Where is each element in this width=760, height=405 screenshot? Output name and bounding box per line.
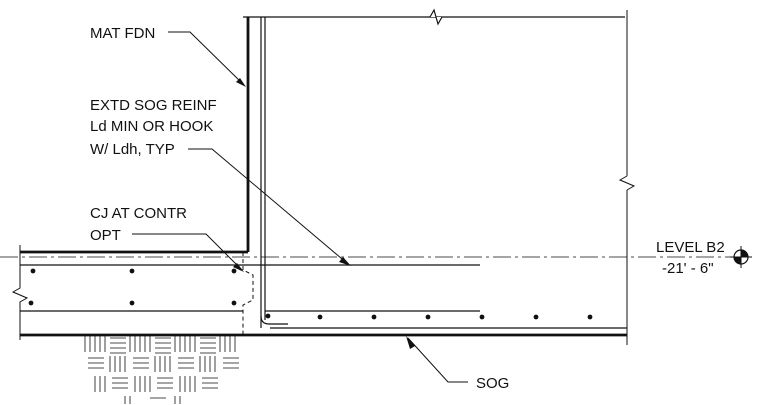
label-extd-line3: W/ Ldh, TYP	[90, 141, 175, 158]
leader-arrowheads	[233, 78, 415, 349]
label-mat-fdn: MAT FDN	[90, 25, 155, 42]
label-extd-line2: Ld MIN OR HOOK	[90, 118, 213, 135]
break-symbol-right	[618, 175, 636, 191]
label-extd-line1: EXTD SOG REINF	[90, 97, 217, 114]
leader-mat-fdn	[168, 31, 245, 86]
soil-hatch	[84, 336, 239, 404]
label-level-elevation: -21' - 6"	[662, 260, 714, 277]
cold-joint-line	[242, 252, 254, 335]
break-symbol-top	[429, 8, 443, 26]
leader-extd-sog	[188, 148, 349, 265]
mat-foundation	[243, 8, 636, 345]
slab-on-grade	[11, 245, 627, 340]
label-cj-line2: OPT	[90, 227, 121, 244]
leader-cj	[132, 233, 243, 271]
rebar-dots	[28, 268, 593, 320]
label-level-name: LEVEL B2	[656, 239, 725, 256]
sog-hook-bar	[260, 315, 288, 325]
sog-left-break	[11, 245, 29, 340]
label-sog: SOG	[476, 375, 509, 392]
leaders	[132, 31, 468, 383]
leader-sog	[407, 337, 468, 383]
level-marker-icon	[730, 246, 752, 268]
label-cj-line1: CJ AT CONTR	[90, 205, 187, 222]
